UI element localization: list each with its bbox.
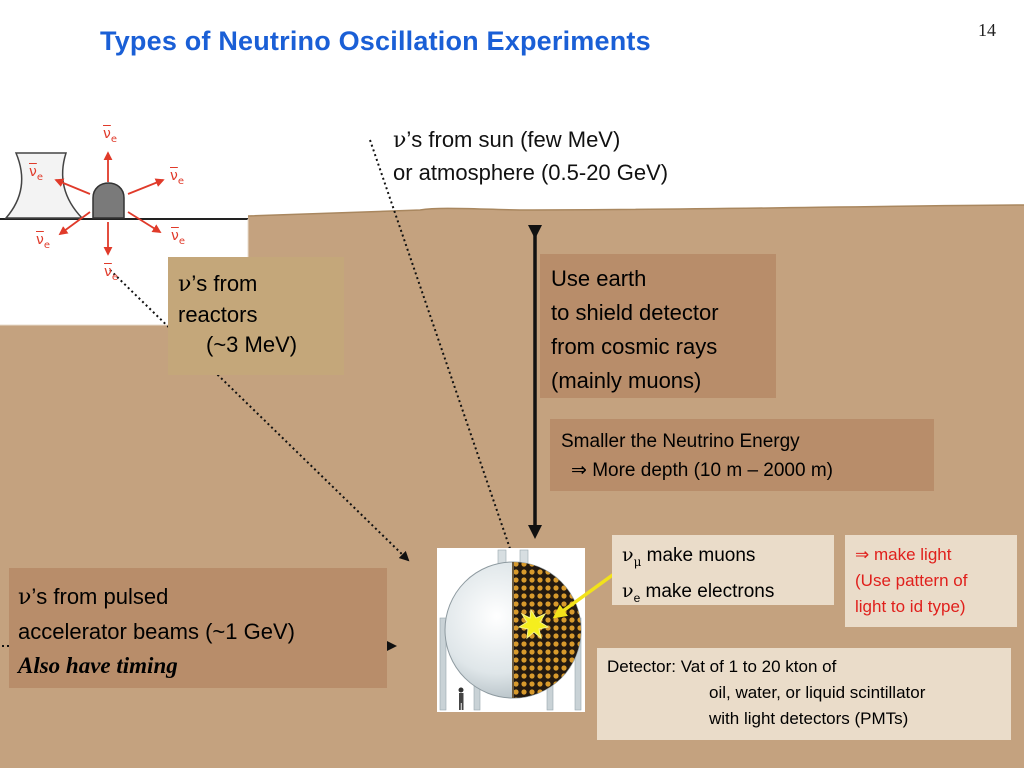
reactor-neutrino-arrow: [58, 211, 91, 236]
make-light-box: ⇒ make light (Use pattern of light to id…: [845, 535, 1017, 627]
antineutrino-label: νe: [171, 228, 185, 247]
detector-sphere-icon: [437, 548, 585, 712]
antineutrino-label: νe: [29, 164, 43, 183]
sun-neutrino-path: [369, 139, 519, 573]
ground-surface-line: [247, 204, 1024, 217]
flash-icon: [517, 608, 550, 640]
earth-shield-box: Use earth to shield detector from cosmic…: [540, 254, 776, 398]
sun-atmosphere-label: ν’s from sun (few MeV) or atmosphere (0.…: [393, 127, 669, 185]
person-icon: [458, 687, 464, 710]
neutrino-flavor-box: νμ make muons νe make electrons: [612, 535, 834, 605]
reactor-neutrino-path: [109, 269, 410, 562]
page-number: 14: [978, 20, 996, 40]
antineutrino-label: νe: [103, 126, 117, 145]
antineutrino-label: νe: [170, 168, 184, 187]
reactor-box: ν’s from reactors (~3 MeV): [168, 257, 344, 375]
energy-depth-box: Smaller the Neutrino Energy ⇒ More depth…: [550, 419, 934, 491]
reactor-neutrino-arrow: [127, 211, 162, 233]
accelerator-box: ν’s from pulsed accelerator beams (~1 Ge…: [9, 568, 387, 688]
light-pointer-arrow: [552, 572, 616, 619]
reactor-neutrino-arrow: [127, 178, 165, 195]
reactor-neutrino-arrow: [54, 178, 91, 195]
detector-description-box: Detector: Vat of 1 to 20 kton of oil, wa…: [597, 648, 1011, 740]
antineutrino-label: νe: [104, 264, 118, 283]
slide-title: Types of Neutrino Oscillation Experiment…: [100, 26, 651, 56]
reactor-dome-icon: [92, 182, 125, 219]
antineutrino-label: νe: [36, 232, 50, 251]
